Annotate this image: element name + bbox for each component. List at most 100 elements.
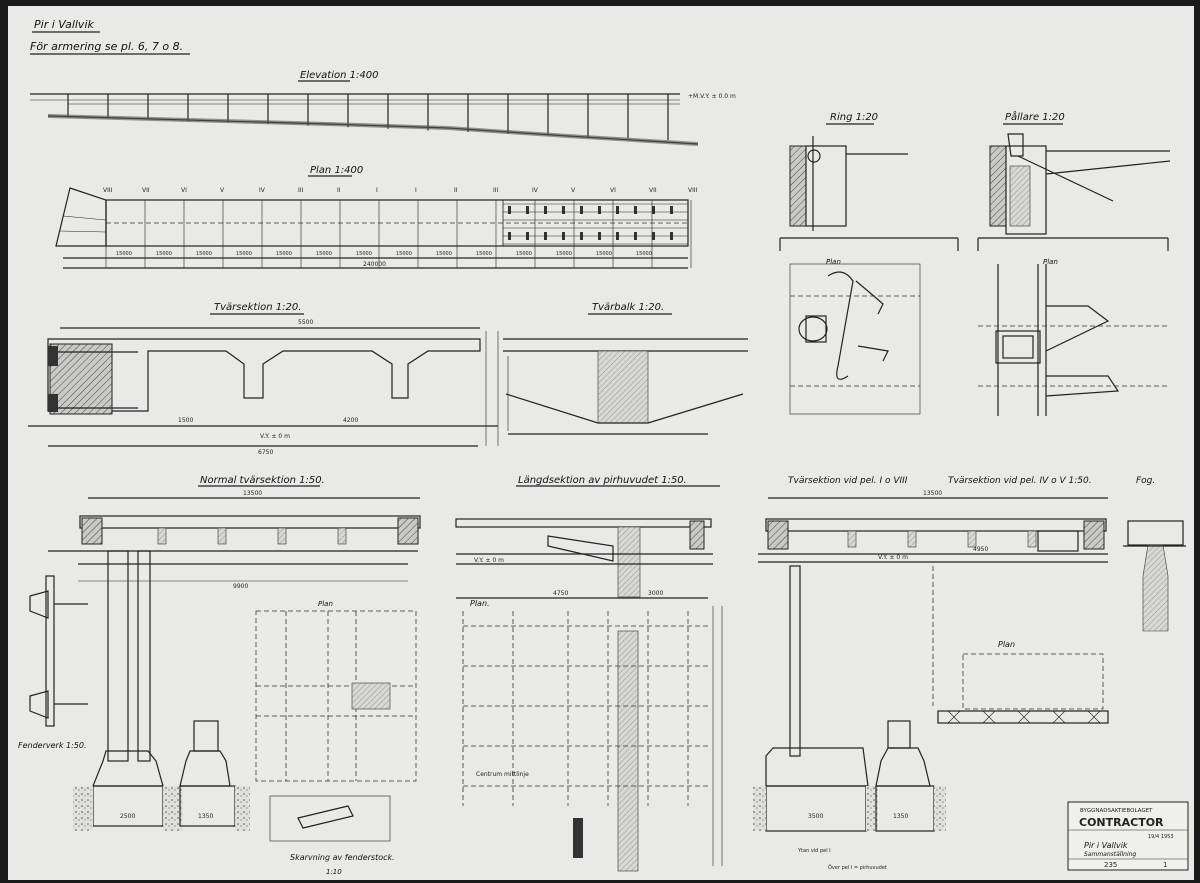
dim-4200: 4200: [343, 417, 358, 424]
bay-length: 15000: [436, 251, 452, 257]
dim-3000: 3000: [648, 590, 663, 597]
bay-length: 15000: [316, 251, 332, 257]
bay-length: 15000: [516, 251, 532, 257]
plan-pile: [526, 206, 529, 214]
header-line2: För armering se pl. 6, 7 o 8.: [30, 40, 183, 53]
title-sheet: 1: [1163, 861, 1167, 869]
bay-label: IV: [532, 187, 539, 194]
vy-label-1: V.Y. ± 0 m: [260, 433, 290, 440]
dim-3500: 3500: [808, 813, 823, 820]
bay-label: VIII: [688, 187, 698, 194]
deck-rib: [217, 527, 227, 545]
bay-label: VII: [649, 187, 657, 194]
langd-plan-title: Plan.: [470, 599, 490, 608]
drawing-sheet: Pir i Vallvik För armering se pl. 6, 7 o…: [8, 6, 1194, 880]
title-dated: 19/4 1953: [1148, 834, 1174, 840]
header-line1: Pir i Vallvik: [34, 18, 95, 31]
vy-label-2: V.Y. ± 0 m: [474, 557, 504, 564]
skarvning-title: Skarvning av fenderstock.: [290, 853, 395, 862]
bay-label: III: [493, 187, 499, 194]
bay-label: V: [220, 187, 225, 194]
langd-title: Längdsektion av pirhuvudet 1:50.: [518, 475, 687, 486]
bay-label: II: [454, 187, 458, 194]
bay-length: 15000: [276, 251, 292, 257]
bay-length: 15000: [636, 251, 652, 257]
plan-pile: [634, 206, 637, 214]
tvarbalk-view: Tvärbalk 1:20.: [503, 302, 748, 435]
elevation-view: Elevation 1:400 +M.V.Y. ± 0.0 m: [30, 70, 736, 146]
dim-1500: 1500: [178, 417, 193, 424]
dim-9900: 9900: [233, 583, 248, 590]
bay-label: I: [376, 187, 378, 194]
bay-length: 15000: [396, 251, 412, 257]
plan-pile: [670, 206, 673, 214]
title-block: BYGGNADSAKTIEBOLAGET CONTRACTOR 19/4 195…: [1067, 801, 1189, 871]
bay-length: 15000: [116, 251, 132, 257]
plan-pile: [598, 206, 601, 214]
engineering-drawing: Pir i Vallvik För armering se pl. 6, 7 o…: [18, 18, 1189, 876]
deck-rib: [277, 527, 287, 545]
normal-title: Normal tvärsektion 1:50.: [200, 475, 325, 486]
dim-13500-a: 13500: [243, 490, 262, 497]
fenderverk-title: Fenderverk 1:50.: [18, 741, 87, 750]
plan-pile: [562, 206, 565, 214]
plan-cross: [1087, 710, 1101, 724]
bay-length: 15000: [596, 251, 612, 257]
bay-length: 15000: [236, 251, 252, 257]
skarvning-scale: 1:10: [326, 868, 342, 876]
pallare-plan-title: Plan: [1043, 258, 1058, 266]
ytan-note: Ytan vid pel I: [797, 848, 831, 854]
dim-6750: 6750: [258, 449, 273, 456]
vy-label-3: V.Y. ± 0 m: [878, 554, 908, 561]
dim-4750: 4750: [553, 590, 568, 597]
tvarsektion-pel-view: Tvärsektion vid pel. I o VIII Tvärsektio…: [753, 476, 1186, 871]
tvar-plan-title: Plan: [998, 640, 1015, 649]
title-brand: CONTRACTOR: [1079, 816, 1164, 829]
bay-label: VI: [610, 187, 616, 194]
deck-rib: [907, 530, 917, 548]
over-note: Över pel I = pirhuvudet: [828, 864, 887, 871]
tvar-pel2-title: Tvärsektion vid pel. IV o V 1:50.: [948, 476, 1092, 486]
title-subject: Sammanställning: [1084, 851, 1136, 858]
bay-length: 15000: [356, 251, 372, 257]
centrum-note: Centrum mittlinje: [476, 771, 529, 778]
dim-2500: 2500: [120, 813, 135, 820]
bay-length: 15000: [196, 251, 212, 257]
bay-length: 15000: [476, 251, 492, 257]
deck-box: [1037, 530, 1079, 552]
langdsektion-view: Längdsektion av pirhuvudet 1:50. V.Y. ± …: [455, 475, 723, 872]
ring-plan-title: Plan: [826, 258, 841, 266]
bay-label: I: [415, 187, 417, 194]
deck-rib: [337, 527, 347, 545]
dim-4950: 4950: [973, 546, 988, 553]
deck-rib: [847, 530, 857, 548]
title-drawing-no: 235: [1104, 861, 1117, 869]
deck-rib: [1027, 530, 1037, 548]
plan-pile: [652, 206, 655, 214]
mvy-label: +M.V.Y. ± 0.0 m: [688, 93, 736, 100]
bay-label: VI: [181, 187, 187, 194]
pallare-detail: Pållare 1:20 Plan: [977, 110, 1171, 416]
tvar-pel-title: Tvärsektion vid pel. I o VIII: [788, 476, 908, 486]
elevation-title: Elevation 1:400: [300, 70, 378, 81]
plan-title: Plan 1:400: [310, 165, 363, 176]
normal-tvarsektion-view: Normal tvärsektion 1:50. 13500 9900 2500…: [18, 475, 421, 876]
plan-pile: [508, 206, 511, 214]
dim-1350-a: 1350: [198, 813, 213, 820]
plan-pile: [616, 206, 619, 214]
plan-cross: [947, 710, 961, 724]
dim-5500: 5500: [298, 319, 313, 326]
ring-detail: Ring 1:20 Plan: [779, 112, 959, 415]
tvarsektion-view: Tvärsektion 1:20. 5500 V.Y. ± 0 m 4200 1…: [28, 302, 499, 456]
plan-pile: [544, 206, 547, 214]
deck-rib: [967, 530, 977, 548]
tvarbalk-title: Tvärbalk 1:20.: [592, 302, 664, 313]
dim-1350-b: 1350: [893, 813, 908, 820]
title-company: BYGGNADSAKTIEBOLAGET: [1080, 808, 1153, 814]
bay-length: 15000: [556, 251, 572, 257]
bay-label: IV: [259, 187, 266, 194]
plan-pile: [580, 206, 583, 214]
bay-label: VII: [142, 187, 150, 194]
plan-cross: [1052, 710, 1066, 724]
